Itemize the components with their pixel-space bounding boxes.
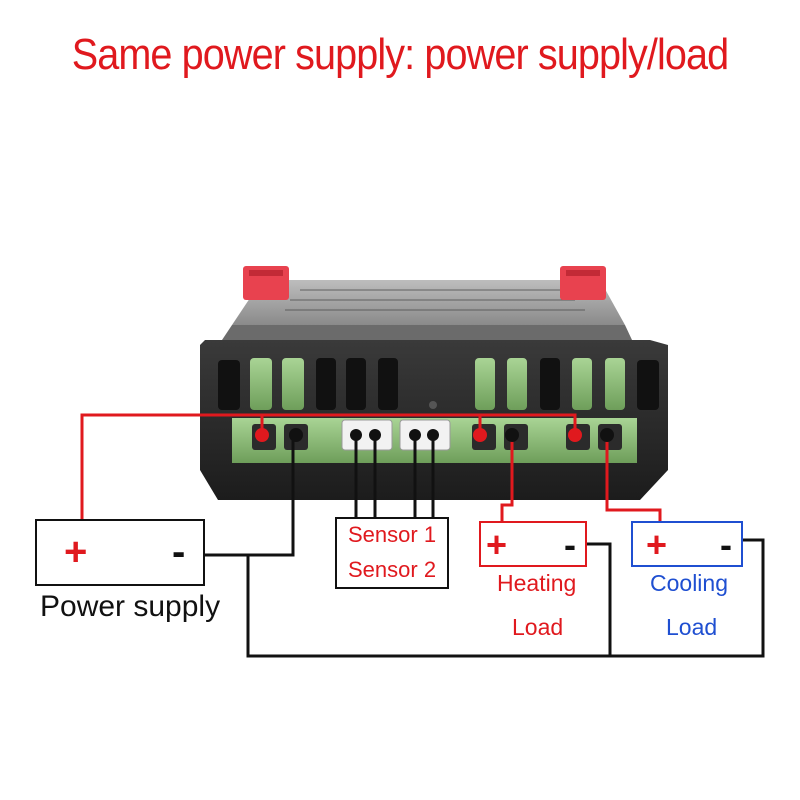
power-supply-label: Power supply <box>40 590 221 623</box>
common-return-wire <box>246 538 765 658</box>
device-vent-slots <box>218 358 659 410</box>
terminal-dot-6 <box>600 428 614 442</box>
power-supply-plus: + <box>64 530 88 574</box>
center-mark <box>429 401 437 409</box>
heating-label-line2: Load <box>512 614 564 640</box>
heating-minus-wire <box>586 542 612 656</box>
right-mounting-clip <box>560 266 606 300</box>
device-top-edge <box>222 325 632 340</box>
terminal-dot-4 <box>505 428 519 442</box>
terminal-dot-5 <box>568 428 582 442</box>
cooling-plus: + <box>646 524 668 565</box>
negative-wires <box>205 435 765 658</box>
sensor-box <box>335 517 449 589</box>
power-supply-minus: - <box>172 530 186 574</box>
power-supply-box <box>35 519 205 586</box>
cooling-label-line2: Load <box>666 614 718 640</box>
heating-minus: - <box>564 524 576 565</box>
device-top-panel <box>232 280 625 325</box>
thermostat-device <box>200 266 668 500</box>
power-plus-wire <box>80 413 577 540</box>
sensor-2-label: Sensor 2 <box>348 557 437 582</box>
device-printed-label <box>285 289 585 311</box>
terminal-dot-1 <box>255 428 269 442</box>
left-mounting-clip <box>243 266 289 300</box>
terminal-dot-3 <box>473 428 487 442</box>
diagram-title: Same power supply: power supply/load <box>71 30 729 79</box>
cooling-load-box <box>631 521 743 567</box>
cooling-minus: - <box>720 524 732 565</box>
cooling-label-line1: Cooling <box>650 570 728 596</box>
sensor-1-label: Sensor 1 <box>348 522 437 547</box>
terminal-dot-2 <box>289 428 303 442</box>
heating-plus: + <box>486 524 508 565</box>
heating-load-box <box>479 521 587 567</box>
heating-label-line1: Heating <box>497 570 577 596</box>
power-minus-wire <box>205 435 295 557</box>
